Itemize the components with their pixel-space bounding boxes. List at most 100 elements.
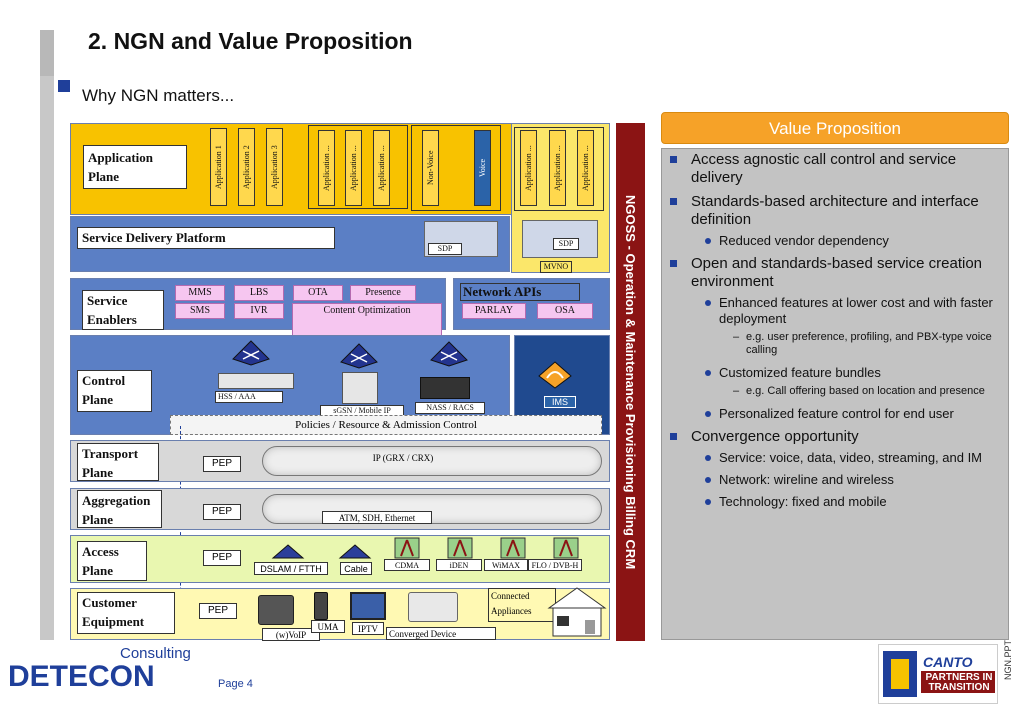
voice-label: Voice [478,158,487,178]
application-group-item: Application ... [373,130,390,206]
network-apis-label: Network APIs [460,283,580,301]
aggregation-pep: PEP [203,504,241,520]
transport-cloud [262,446,602,476]
vp-subpoint: Enhanced features at lower cost and with… [662,295,1008,327]
vp-point: Access agnostic call control and service… [662,151,1008,187]
ngoss-label: NGOSS - Operation & Maintenance Provisio… [623,194,638,570]
left-accent-bar [40,30,54,640]
vp-subpoint: Service: voice, data, video, streaming, … [662,450,1008,466]
vp-subsubpoint-text: e.g. Call offering based on location and… [746,385,985,397]
vp-subsubpoint: –e.g. Call offering based on location an… [662,385,1008,398]
application-1-label: Application 1 [214,145,223,189]
mvno-sdp-server-icon [522,220,598,258]
logo-text: PARTNERS IN TRANSITION [925,672,993,693]
service-delivery-platform-label: Service Delivery Platform [77,227,335,249]
dot-bullet-icon [705,455,711,461]
vp-subsubpoint-text: e.g. user preference, profiling, and PBX… [746,331,992,356]
vp-subpoint: Personalized feature control for end use… [662,406,1008,422]
hss-label: HSS / AAA [215,391,283,403]
vp-subpoint-text: Enhanced features at lower cost and with… [719,295,993,326]
customer-connected-label: Connected Appliances [488,588,556,622]
aggregation-cloud-label: ATM, SDH, Ethernet [322,511,432,524]
service-enablers-label: Service Enablers [82,290,164,330]
mvno-application-item-label: Application ... [553,145,562,191]
application-group-item: Application ... [318,130,335,206]
vp-subpoint-text: Reduced vendor dependency [719,233,889,248]
iptv-icon [350,592,386,620]
dot-bullet-icon [705,300,711,306]
access-dslam-label: DSLAM / FTTH [254,562,328,575]
left-accent-bar-top [40,30,54,76]
vp-point: Open and standards-based service creatio… [662,255,1008,291]
access-iden-label: iDEN [436,559,482,571]
document-id: NGN.PPT [1003,640,1019,690]
mvno-application-item: Application ... [520,130,537,206]
aggregation-plane-label: Aggregation Plane [77,490,162,528]
application-plane-label: Application Plane [83,145,187,189]
mvno-application-item-label: Application ... [581,145,590,191]
switch-icon [232,340,270,366]
access-plane-label: Access Plane [77,541,147,581]
access-wimax-label: WiMAX [484,559,528,571]
transport-pep: PEP [203,456,241,472]
vp-subpoint-text: Technology: fixed and mobile [719,494,887,509]
page-number: Page 4 [218,678,253,690]
sdp-tag: SDP [428,243,462,255]
dash-bullet-icon: – [733,385,740,397]
access-cable-label: Cable [340,562,372,575]
nass-server-icon [420,377,470,399]
voice-group-box [411,125,501,211]
api-parlay: PARLAY [462,303,526,319]
enabler-content-optimization: Content Optimization [292,303,442,341]
application-1-box: Application 1 [210,128,227,206]
dot-bullet-icon [705,411,711,417]
value-proposition-header: Value Proposition [661,112,1009,144]
application-3-box: Application 3 [266,128,283,206]
application-2-label: Application 2 [242,145,251,189]
iden-tower-icon [447,537,473,559]
dot-bullet-icon [705,477,711,483]
vp-subpoint-text: Network: wireline and wireless [719,472,894,487]
flo-tower-icon [553,537,579,559]
enabler-ota: OTA [293,285,343,301]
document-id-label: NGN.PPT [1003,640,1013,681]
vp-subpoint-text: Service: voice, data, video, streaming, … [719,450,983,465]
square-bullet-icon [670,198,677,205]
ims-label: IMS [544,396,576,408]
application-group-item: Application ... [345,130,362,206]
cdma-tower-icon [394,537,420,559]
consulting-label: Consulting [120,645,191,662]
enabler-ivr: IVR [234,303,284,319]
application-group-item-label: Application ... [322,145,331,191]
application-3-label: Application 3 [270,145,279,189]
aggregation-cloud [262,494,602,524]
enabler-lbs: LBS [234,285,284,301]
dslam-icon [271,544,305,559]
customer-equipment-label: Customer Equipment [77,592,175,634]
square-bullet-icon [670,260,677,267]
dash-bullet-icon: – [733,331,740,343]
customer-uma-label: UMA [311,620,345,633]
canto-logo-icon: CANTO [883,651,995,697]
application-group-box [308,125,408,209]
enabler-sms: SMS [175,303,225,319]
partners-in-transition-logo: CANTO PARTNERS IN TRANSITION [878,644,998,704]
value-proposition-list: Access agnostic call control and service… [662,149,1008,510]
detecon-logo: DETECON [8,660,155,693]
ngoss-bar: NGOSS - Operation & Maintenance Provisio… [616,123,645,641]
slide-title: 2. NGN and Value Proposition [88,28,413,54]
mvno-application-item: Application ... [549,130,566,206]
vp-subsubpoint: –e.g. user preference, profiling, and PB… [662,331,1008,357]
vp-point: Standards-based architecture and interfa… [662,193,1008,229]
access-flo-label: FLO / DVB-H [528,559,582,571]
converged-device-icon [408,592,458,622]
vp-point-text: Open and standards-based service creatio… [691,255,983,290]
vp-point-text: Access agnostic call control and service… [691,151,957,186]
customer-iptv-label: IPTV [352,622,384,635]
application-group-item-label: Application ... [349,145,358,191]
control-plane-label: Control Plane [77,370,152,412]
non-voice-box: Non-Voice [422,130,439,206]
home-icon [547,587,607,637]
vp-point: Convergence opportunity [662,428,1008,446]
subtitle-bullet-icon [58,80,70,92]
